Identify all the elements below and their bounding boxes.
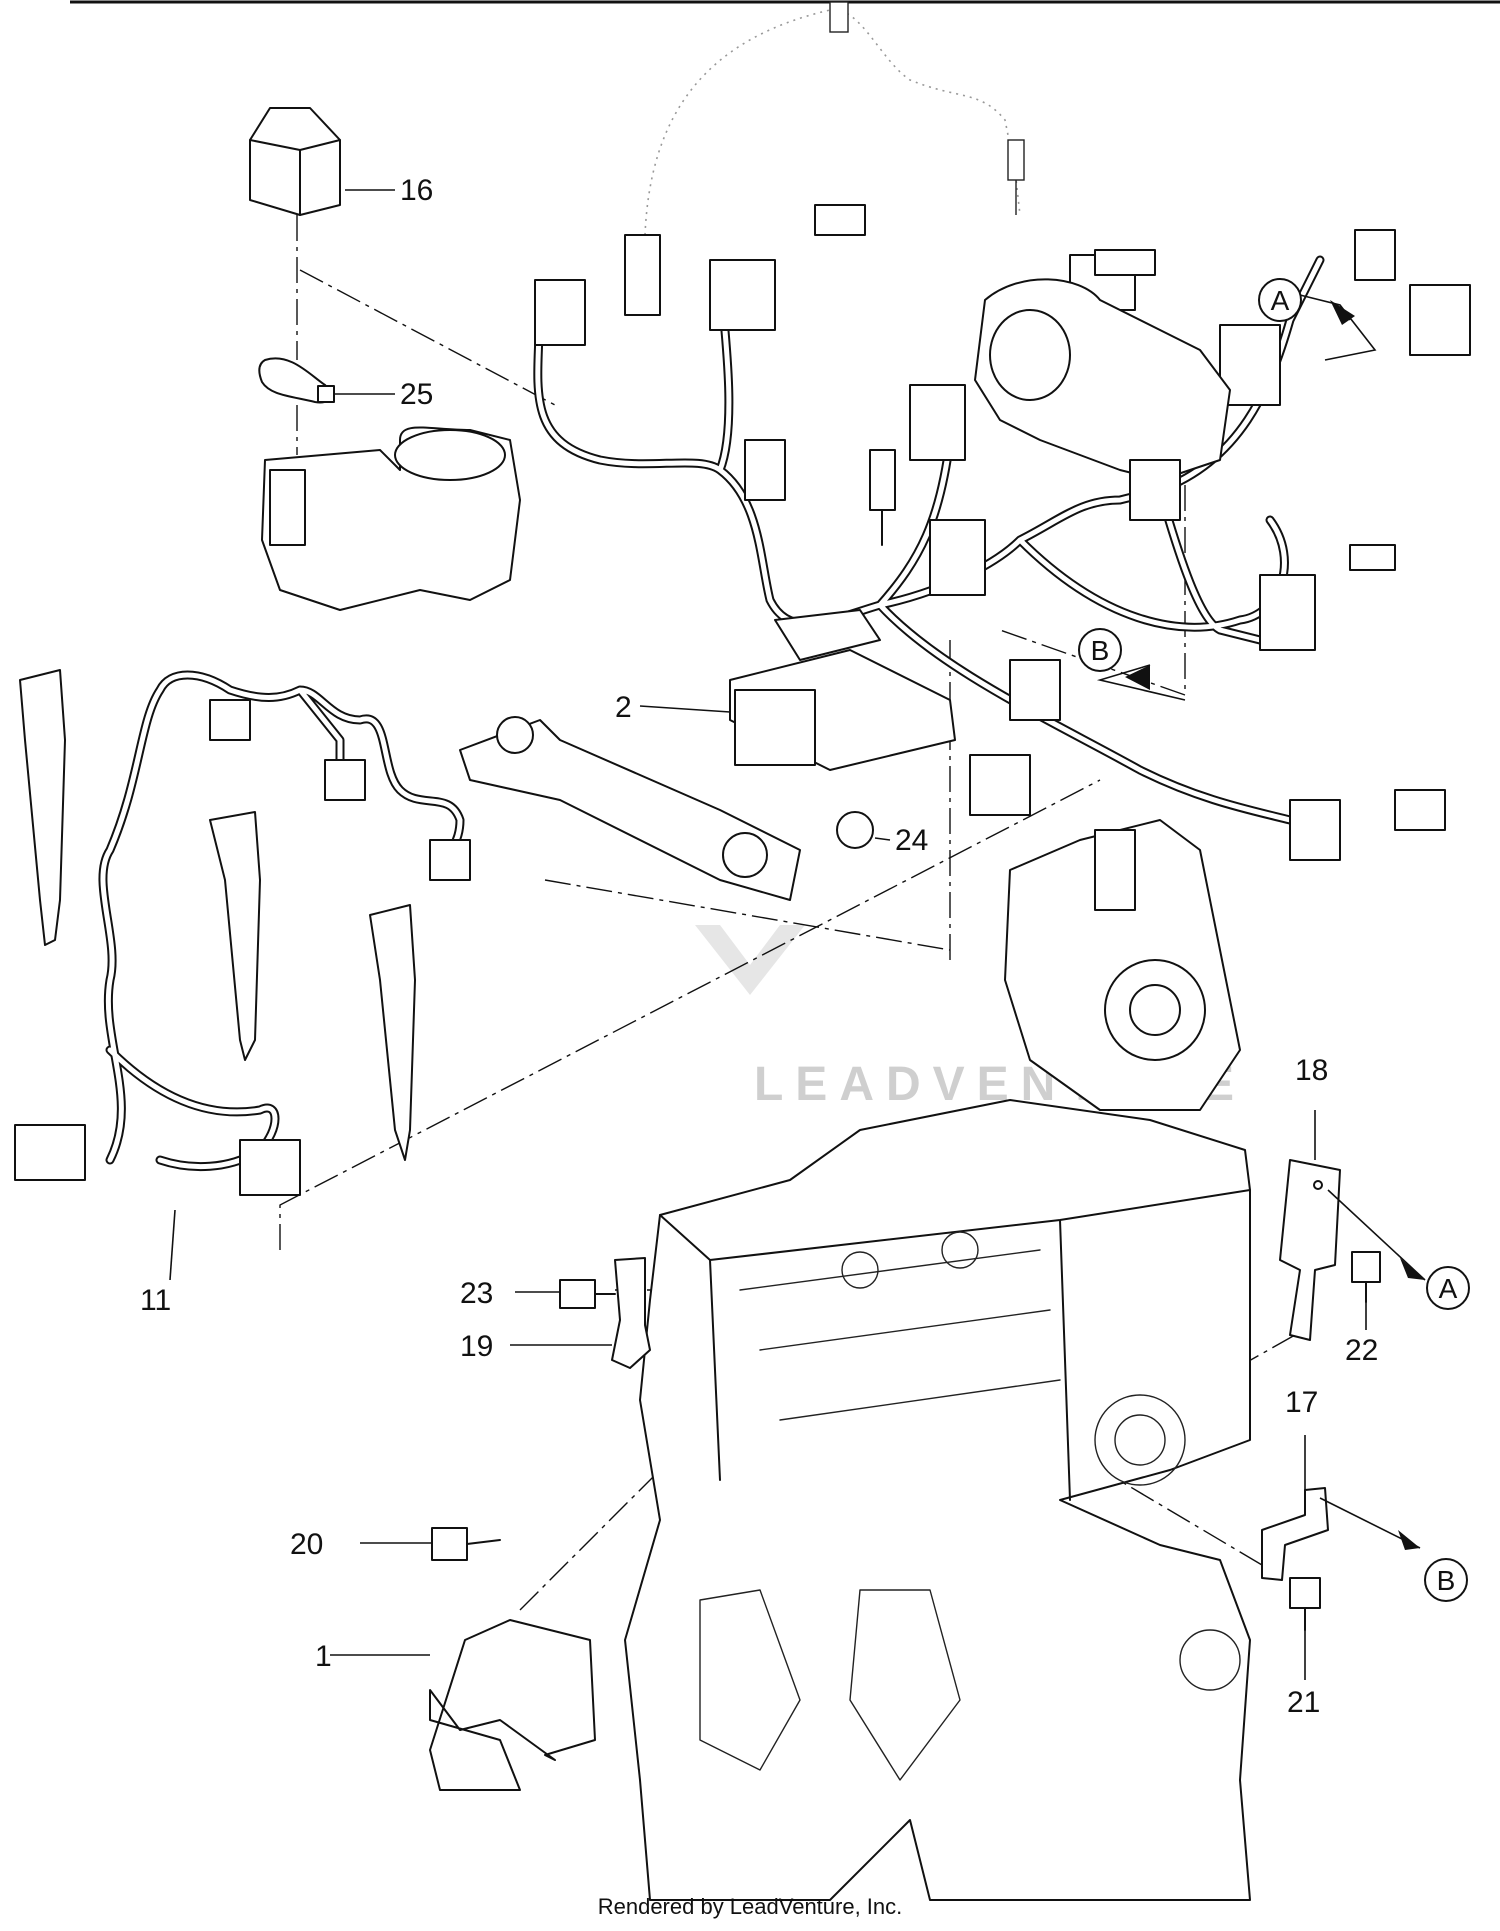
- reference-b-bracket: B: [1424, 1558, 1468, 1602]
- fuel-injectors: [19, 669, 416, 1161]
- callout-leaders: [169, 189, 1367, 1680]
- assembly-line-injector: [279, 779, 1101, 1250]
- svg-text:B: B: [1437, 1565, 1456, 1596]
- callout-16: 16: [400, 174, 433, 207]
- part-18-bracket: [1279, 1159, 1341, 1341]
- reference-arrows: [1096, 294, 1426, 1550]
- part-20-bolt: [431, 1527, 501, 1561]
- assembly-line-throttle: [299, 269, 556, 406]
- harness-connectors: [534, 204, 1471, 861]
- part-2-controller: [729, 609, 956, 771]
- sensor-wire-dotted: [644, 9, 1021, 236]
- callout-23: 23: [460, 1277, 493, 1310]
- footer-credit: Rendered by LeadVenture, Inc.: [597, 1894, 903, 1919]
- throttle-body: [261, 426, 521, 611]
- part-16-cover: [249, 107, 341, 216]
- temperature-sensor-top: [829, 1, 1025, 215]
- svg-text:A: A: [1439, 1273, 1458, 1304]
- watermark-logo: [695, 925, 805, 995]
- injector-harness-connectors: [14, 699, 471, 1196]
- callout-24: 24: [895, 824, 928, 857]
- callout-22: 22: [1345, 1334, 1378, 1367]
- callout-2: 2: [615, 691, 632, 724]
- reference-a-top: A: [1258, 278, 1302, 322]
- callout-11: 11: [140, 1284, 171, 1317]
- part-25-gasket: [258, 357, 335, 404]
- callout-21: 21: [1287, 1686, 1320, 1719]
- egr-valve: [974, 278, 1231, 521]
- assembly-line-sensor-b: [999, 485, 1186, 696]
- callout-18: 18: [1295, 1054, 1328, 1087]
- engine-block: [624, 1099, 1251, 1901]
- part-17-bracket: [1261, 1487, 1329, 1581]
- fuel-pump: [1004, 819, 1241, 1111]
- callout-20: 20: [290, 1528, 323, 1561]
- svg-text:B: B: [1091, 635, 1110, 666]
- part-1-bracket: [429, 1619, 596, 1791]
- temperature-sensors: [869, 449, 1396, 571]
- fuel-rail: [459, 716, 801, 901]
- callout-17: 17: [1285, 1386, 1318, 1419]
- callout-19: 19: [460, 1330, 493, 1363]
- part-21-bolt: [1289, 1577, 1321, 1631]
- reference-a-bracket: A: [1426, 1266, 1470, 1310]
- part-24-clamp: [836, 811, 874, 849]
- part-23-bolt: [559, 1279, 616, 1309]
- part-22-bolt: [1351, 1251, 1381, 1303]
- callout-25: 25: [400, 378, 433, 411]
- part-19-bracket: [611, 1257, 651, 1369]
- reference-b-top: B: [1078, 628, 1122, 672]
- svg-text:A: A: [1271, 285, 1290, 316]
- callout-1: 1: [315, 1640, 332, 1673]
- assembly-line-1: [519, 1399, 731, 1611]
- assembly-line-rail: [544, 879, 951, 951]
